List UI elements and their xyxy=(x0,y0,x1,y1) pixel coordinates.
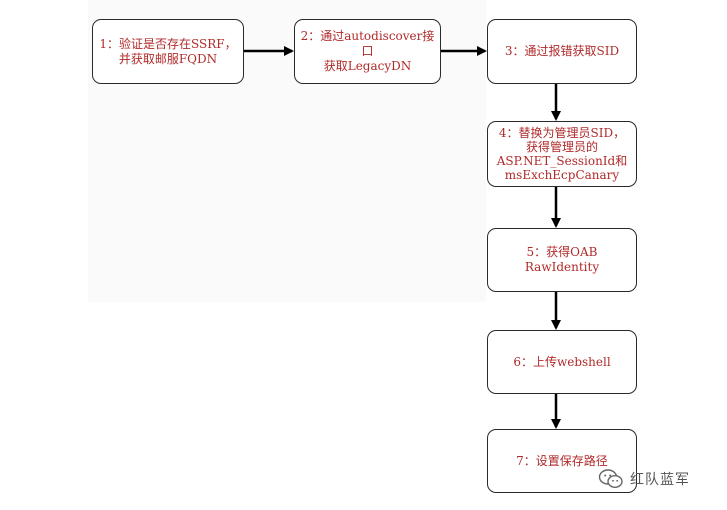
watermark-label: 红队蓝军 xyxy=(630,472,690,488)
step-4-box: 4：替换为管理员SID， 获得管理员的 ASP.NET_SessionId和 m… xyxy=(487,121,637,187)
watermark: 红队蓝军 xyxy=(598,468,690,490)
step-2-box: 2：通过autodiscover接口 获取LegacyDN xyxy=(294,19,441,84)
wechat-icon xyxy=(598,469,623,489)
step-1-box: 1：验证是否存在SSRF， 并获取邮服FQDN xyxy=(92,19,244,84)
step-3-box: 3：通过报错获取SID xyxy=(487,19,637,84)
step-5-box: 5：获得OAB RawIdentity xyxy=(487,228,637,292)
step-6-box: 6：上传webshell xyxy=(487,330,637,394)
